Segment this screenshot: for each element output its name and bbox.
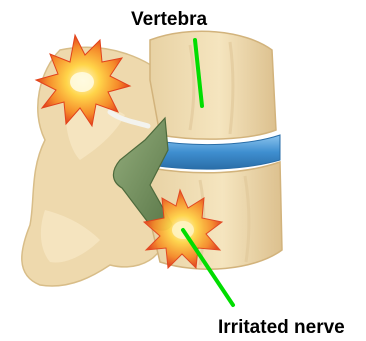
irritated-nerve-label: Irritated nerve <box>218 318 345 337</box>
intervertebral-disc <box>150 135 280 169</box>
vertebra-label: Vertebra <box>131 10 207 29</box>
upper-vertebral-body <box>150 31 276 139</box>
